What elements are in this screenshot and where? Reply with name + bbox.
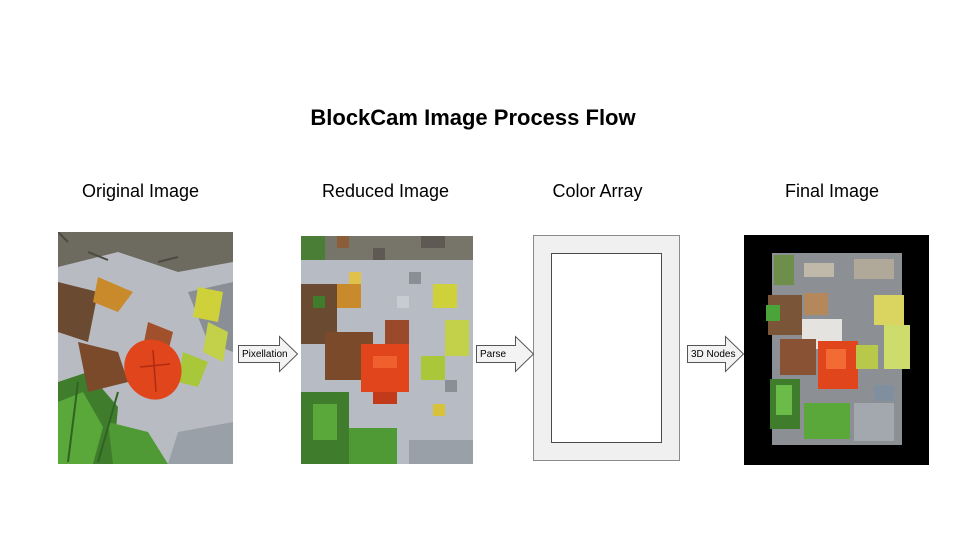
red-leaf <box>124 339 182 400</box>
color-array-inner-frame <box>551 253 662 443</box>
final-3d-blocks <box>744 235 929 465</box>
reduced-image <box>301 236 473 464</box>
reduced-pixel-grid <box>301 236 473 464</box>
original-leaves-photo <box>58 232 233 464</box>
final-image <box>744 235 929 465</box>
parse-arrow: Parse <box>476 335 535 373</box>
final-image-label: Final Image <box>784 181 880 201</box>
3d-nodes-arrow: 3D Nodes <box>687 335 745 373</box>
color-array-label: Color Array <box>552 181 643 201</box>
diagram-title: BlockCam Image Process Flow <box>310 105 636 130</box>
color-array-box <box>533 235 680 461</box>
reduced-image-label: Reduced Image <box>321 181 450 201</box>
pixellation-arrow: Pixellation <box>238 335 299 373</box>
original-image-label: Original Image <box>81 181 200 201</box>
original-image <box>58 232 233 464</box>
